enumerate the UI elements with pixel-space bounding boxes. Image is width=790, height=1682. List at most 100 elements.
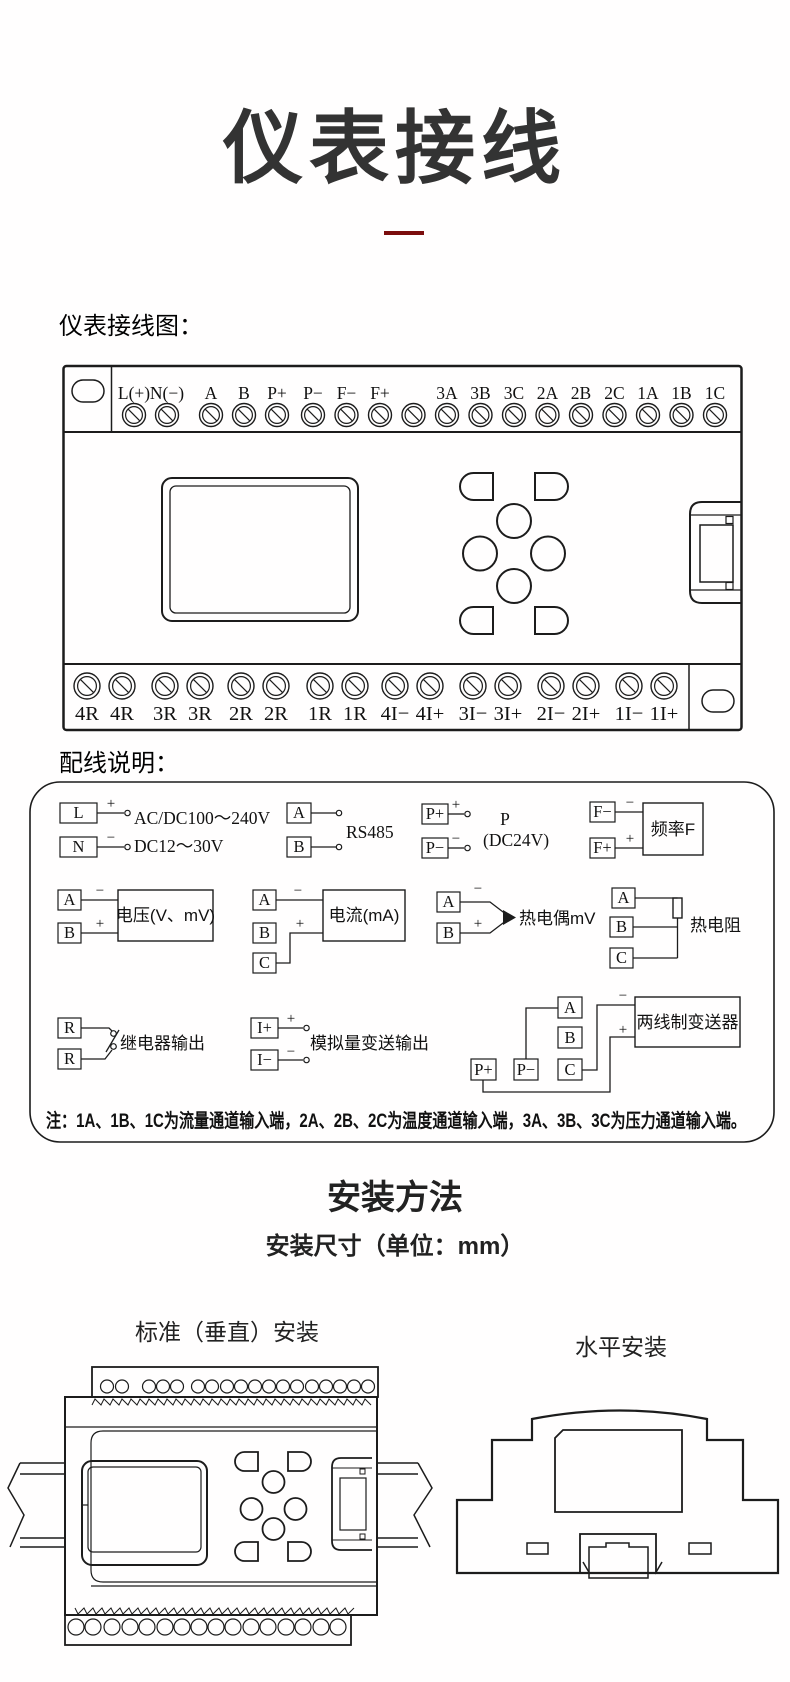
power-range-2: DC12～30V bbox=[134, 836, 224, 856]
button-top-left bbox=[459, 472, 494, 501]
terminal-box-label: N bbox=[73, 837, 85, 856]
relay-label: 继电器输出 bbox=[120, 1034, 205, 1053]
terminal-box-label: I+ bbox=[257, 1018, 272, 1037]
terminal-label: 1B bbox=[671, 383, 691, 403]
terminal-box-label: B bbox=[293, 837, 304, 856]
power-range-1: AC/DC100～240V bbox=[134, 808, 270, 828]
terminal-box-label: A bbox=[618, 888, 630, 907]
wiring-power: L + N − AC/DC100～240V DC12～30V bbox=[59, 796, 270, 858]
terminal-box-label: A bbox=[259, 890, 271, 909]
bottom-sawtooth bbox=[74, 1607, 355, 1615]
bottom-terminal-holes bbox=[67, 1618, 347, 1636]
terminal-box-label: B bbox=[564, 1028, 575, 1047]
terminal-box-label: A bbox=[293, 803, 305, 822]
terminal-label: 3C bbox=[504, 383, 524, 403]
terminal-label: 1I− bbox=[615, 703, 644, 725]
top-screw-terminals bbox=[121, 402, 728, 428]
terminal-label: 2C bbox=[604, 383, 624, 403]
terminal-label: B bbox=[238, 383, 250, 403]
polarity-sign: + bbox=[287, 1011, 295, 1027]
device-side-outline bbox=[455, 1409, 780, 1575]
rtd-label: 热电阻 bbox=[690, 916, 741, 935]
terminal-label: P+ bbox=[267, 383, 287, 403]
polarity-sign: − bbox=[474, 881, 482, 897]
wiring-thermocouple: A − B + 热电偶mV bbox=[436, 881, 596, 944]
terminal-label: 1R bbox=[308, 703, 332, 725]
terminal-label: N(−) bbox=[150, 383, 184, 403]
terminal-box-label: A bbox=[443, 892, 455, 911]
polarity-sign: + bbox=[96, 916, 104, 932]
install-title: 安装方法 bbox=[327, 1179, 463, 1217]
wiring-frequency: F− − F+ + 频率F bbox=[589, 795, 704, 859]
top-terminal-holes bbox=[99, 1379, 376, 1394]
wiring-notes-panel: L + N − AC/DC100～240V DC12～30V A B RS485 bbox=[29, 781, 775, 1143]
button-left bbox=[462, 535, 498, 572]
terminal-box-label: C bbox=[564, 1060, 575, 1079]
analog-out-label: 模拟量变送输出 bbox=[310, 1034, 429, 1053]
terminal-label: 2A bbox=[537, 383, 559, 403]
install-subtitle: 安装尺寸（单位：mm） bbox=[265, 1233, 525, 1260]
terminal-label: 1I+ bbox=[650, 703, 679, 725]
wiring-relay: R R 继电器输出 bbox=[57, 1017, 205, 1070]
polarity-sign: + bbox=[296, 916, 304, 932]
terminal-box-label: C bbox=[259, 953, 270, 972]
top-terminal-labels: L(+) N(−) A B P+ P− F− F+ 3A 3B 3C 2A 2B… bbox=[118, 383, 725, 403]
display-side-outline bbox=[554, 1429, 683, 1513]
display-window bbox=[161, 477, 359, 622]
side-connector bbox=[689, 501, 742, 604]
terminal-label: 2B bbox=[571, 383, 591, 403]
terminal-box-label: R bbox=[64, 1018, 75, 1037]
polarity-sign: + bbox=[619, 1022, 627, 1038]
terminal-box-label: C bbox=[616, 948, 627, 967]
button-down bbox=[496, 568, 532, 604]
terminal-diagram-label: 仪表接线图： bbox=[59, 313, 203, 340]
polarity-sign: − bbox=[294, 883, 302, 899]
terminal-box-label: L bbox=[73, 803, 83, 822]
terminal-label: 3I+ bbox=[494, 703, 523, 725]
front-panel-outline bbox=[90, 1430, 377, 1583]
terminal-box-label: B bbox=[616, 917, 627, 936]
display-window-small bbox=[81, 1460, 208, 1566]
mounting-hole-top-left bbox=[71, 379, 105, 403]
polarity-sign: − bbox=[452, 831, 460, 847]
terminal-label: 2I− bbox=[537, 703, 566, 725]
wiring-analog-out: I+ + I− − 模拟量变送输出 bbox=[250, 1011, 429, 1071]
terminal-label: 4I− bbox=[381, 703, 410, 725]
terminal-box-label: B bbox=[259, 923, 270, 942]
terminal-label: 1C bbox=[705, 383, 725, 403]
terminal-label: 4I+ bbox=[416, 703, 445, 725]
polarity-sign: + bbox=[107, 796, 115, 812]
terminal-box-label: I− bbox=[257, 1050, 272, 1069]
polarity-sign: + bbox=[452, 797, 460, 813]
terminal-label: 1A bbox=[637, 383, 659, 403]
terminal-label: 4R bbox=[110, 703, 134, 725]
terminal-label: 3R bbox=[188, 703, 212, 725]
terminal-label: L(+) bbox=[118, 383, 150, 403]
aux-power-voltage: (DC24V) bbox=[483, 830, 549, 850]
terminal-label: F− bbox=[337, 383, 357, 403]
terminal-box-label: P− bbox=[517, 1060, 535, 1079]
polarity-sign: − bbox=[96, 883, 104, 899]
terminal-box-label: B bbox=[64, 923, 75, 942]
polarity-sign: + bbox=[626, 831, 634, 847]
button-up bbox=[496, 503, 532, 539]
din-rail-right bbox=[377, 1462, 433, 1548]
polarity-sign: + bbox=[474, 916, 482, 932]
terminal-box-label: F− bbox=[593, 802, 611, 821]
terminal-box-label: R bbox=[64, 1049, 75, 1068]
button-bottom-left bbox=[459, 606, 494, 635]
polarity-sign: − bbox=[107, 830, 115, 846]
wiring-transmitter: P+ P− A B C − + 两线制变送器 bbox=[470, 988, 741, 1093]
wiring-aux-power: P+ + P− − P (DC24V) bbox=[421, 797, 549, 859]
polarity-sign: − bbox=[619, 988, 627, 1004]
wiring-notes-label: 配线说明： bbox=[59, 750, 179, 777]
rs485-label: RS485 bbox=[346, 822, 394, 842]
din-rail-left bbox=[7, 1462, 65, 1548]
page-title: 仪表接线 bbox=[223, 104, 567, 193]
terminal-label: 2I+ bbox=[572, 703, 601, 725]
terminal-box-label: F+ bbox=[593, 838, 611, 857]
wiring-rtd: A B C 热电阻 bbox=[609, 887, 741, 969]
terminal-wiring-diagram: L(+) N(−) A B P+ P− F− F+ 3A 3B 3C 2A 2B… bbox=[62, 364, 743, 732]
terminal-label: 3I− bbox=[459, 703, 488, 725]
